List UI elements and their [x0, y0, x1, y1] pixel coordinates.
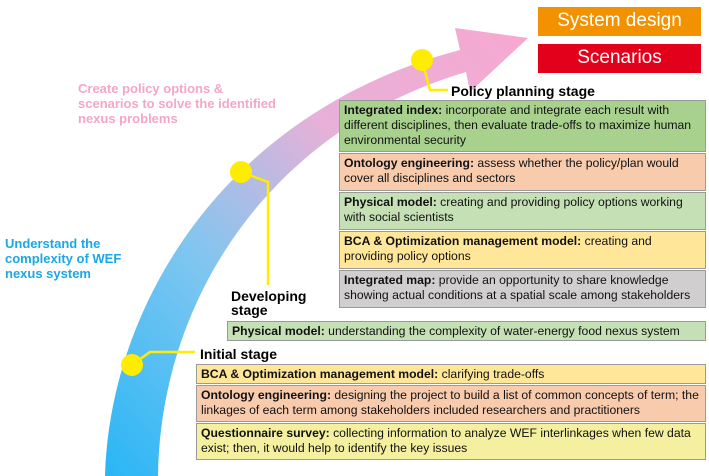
developing-stage-label: Developing stage [231, 288, 307, 318]
initial-questionnaire-box: Questionnaire survey: collecting informa… [196, 423, 706, 460]
system-design-label: System design [557, 10, 682, 31]
policy-integrated-map-box: Integrated map: provide an opportunity t… [339, 270, 706, 308]
policy-physical-model-box: Physical model: creating and providing p… [339, 192, 706, 230]
policy-ontology-box: Ontology engineering: assess whether the… [339, 153, 706, 191]
initial-ontology-box: Ontology engineering: designing the proj… [196, 385, 706, 422]
dot-initial [121, 354, 143, 376]
policy-options-label: Create policy options & scenarios to sol… [78, 81, 276, 126]
initial-stage-label: Initial stage [200, 346, 278, 362]
understand-label: Understand the complexity of WEF nexus s… [5, 236, 122, 281]
scenarios-label: Scenarios [577, 47, 662, 68]
policy-planning-stage-label: Policy planning stage [451, 83, 595, 99]
system-design-box: System design [538, 7, 701, 36]
dot-policy [411, 49, 433, 71]
arrow-body [105, 28, 528, 476]
initial-bca-box: BCA & Optimization management model: cla… [196, 364, 706, 384]
scenarios-box: Scenarios [538, 44, 701, 73]
dot-developing [230, 161, 252, 183]
policy-integrated-index-box: Integrated index: incorporate and integr… [339, 100, 706, 152]
developing-physical-model-box: Physical model: understanding the comple… [227, 321, 706, 341]
policy-bca-box: BCA & Optimization management model: cre… [339, 231, 706, 269]
